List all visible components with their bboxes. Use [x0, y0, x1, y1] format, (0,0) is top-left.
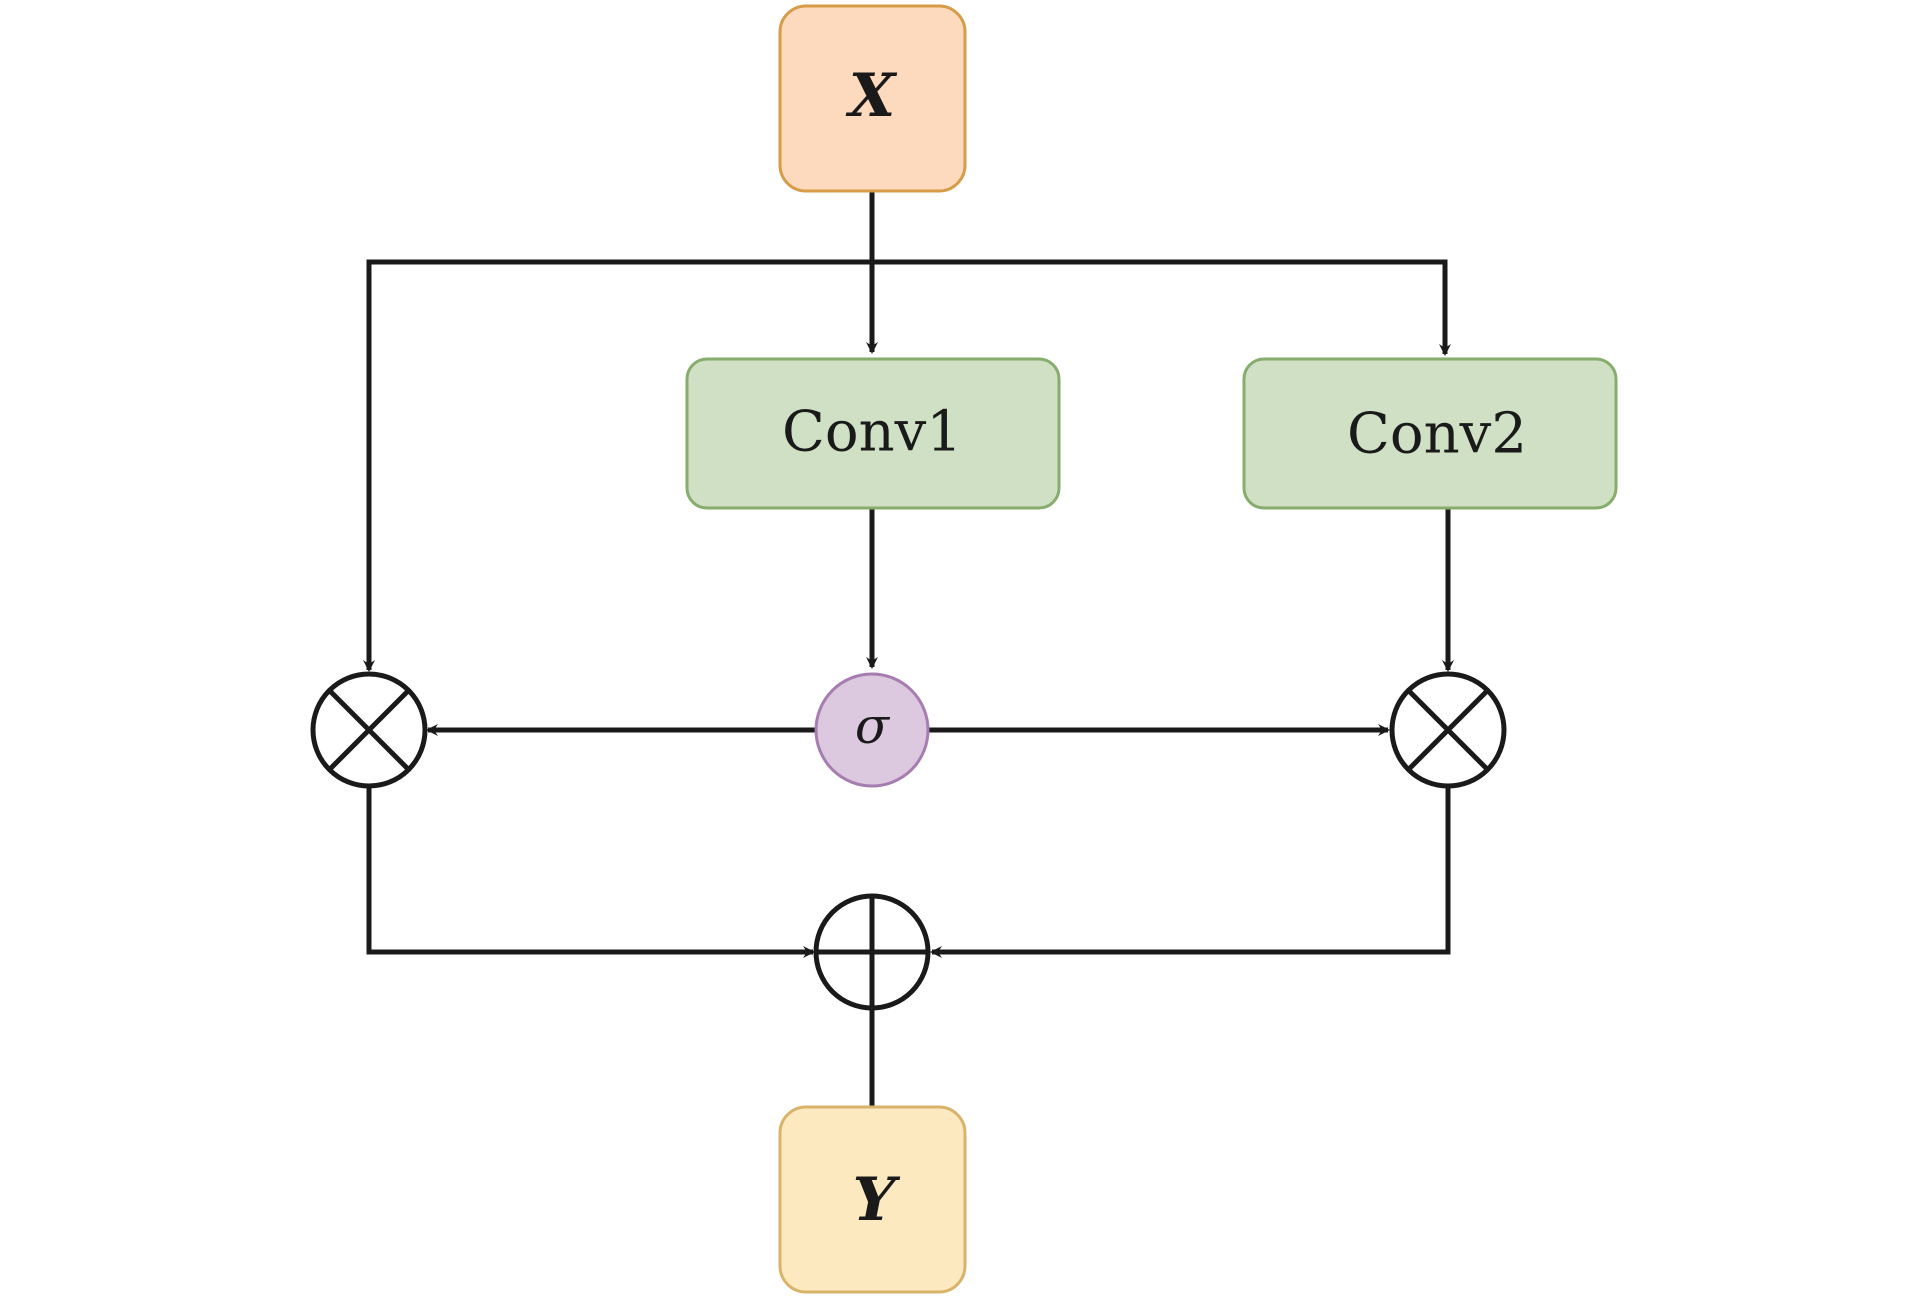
input-node: X	[778, 4, 967, 193]
conv2-node: Conv2	[1242, 357, 1618, 510]
sigmoid-node: σ	[814, 672, 930, 788]
multiply-right-operator	[1389, 671, 1507, 789]
multiply-left-cross-b	[327, 688, 411, 772]
conv1-label: Conv1	[782, 400, 962, 465]
conv2-label: Conv2	[1347, 402, 1527, 467]
conv1-node: Conv1	[685, 357, 1061, 510]
multiply-left-operator	[310, 671, 428, 789]
add-operator	[813, 893, 931, 1011]
edge-multiply-right-to-add	[930, 787, 1451, 958]
edge-multiply-left-to-add	[366, 787, 815, 958]
edges	[363, 188, 1454, 1120]
multiply-right-cross-b	[1406, 688, 1490, 772]
sigmoid-label: σ	[855, 697, 891, 755]
input-label: X	[845, 61, 898, 131]
output-label: Y	[853, 1165, 901, 1235]
edge-branch-left	[363, 259, 872, 672]
edge-branch-right	[872, 259, 1451, 356]
output-node: Y	[778, 1105, 967, 1294]
